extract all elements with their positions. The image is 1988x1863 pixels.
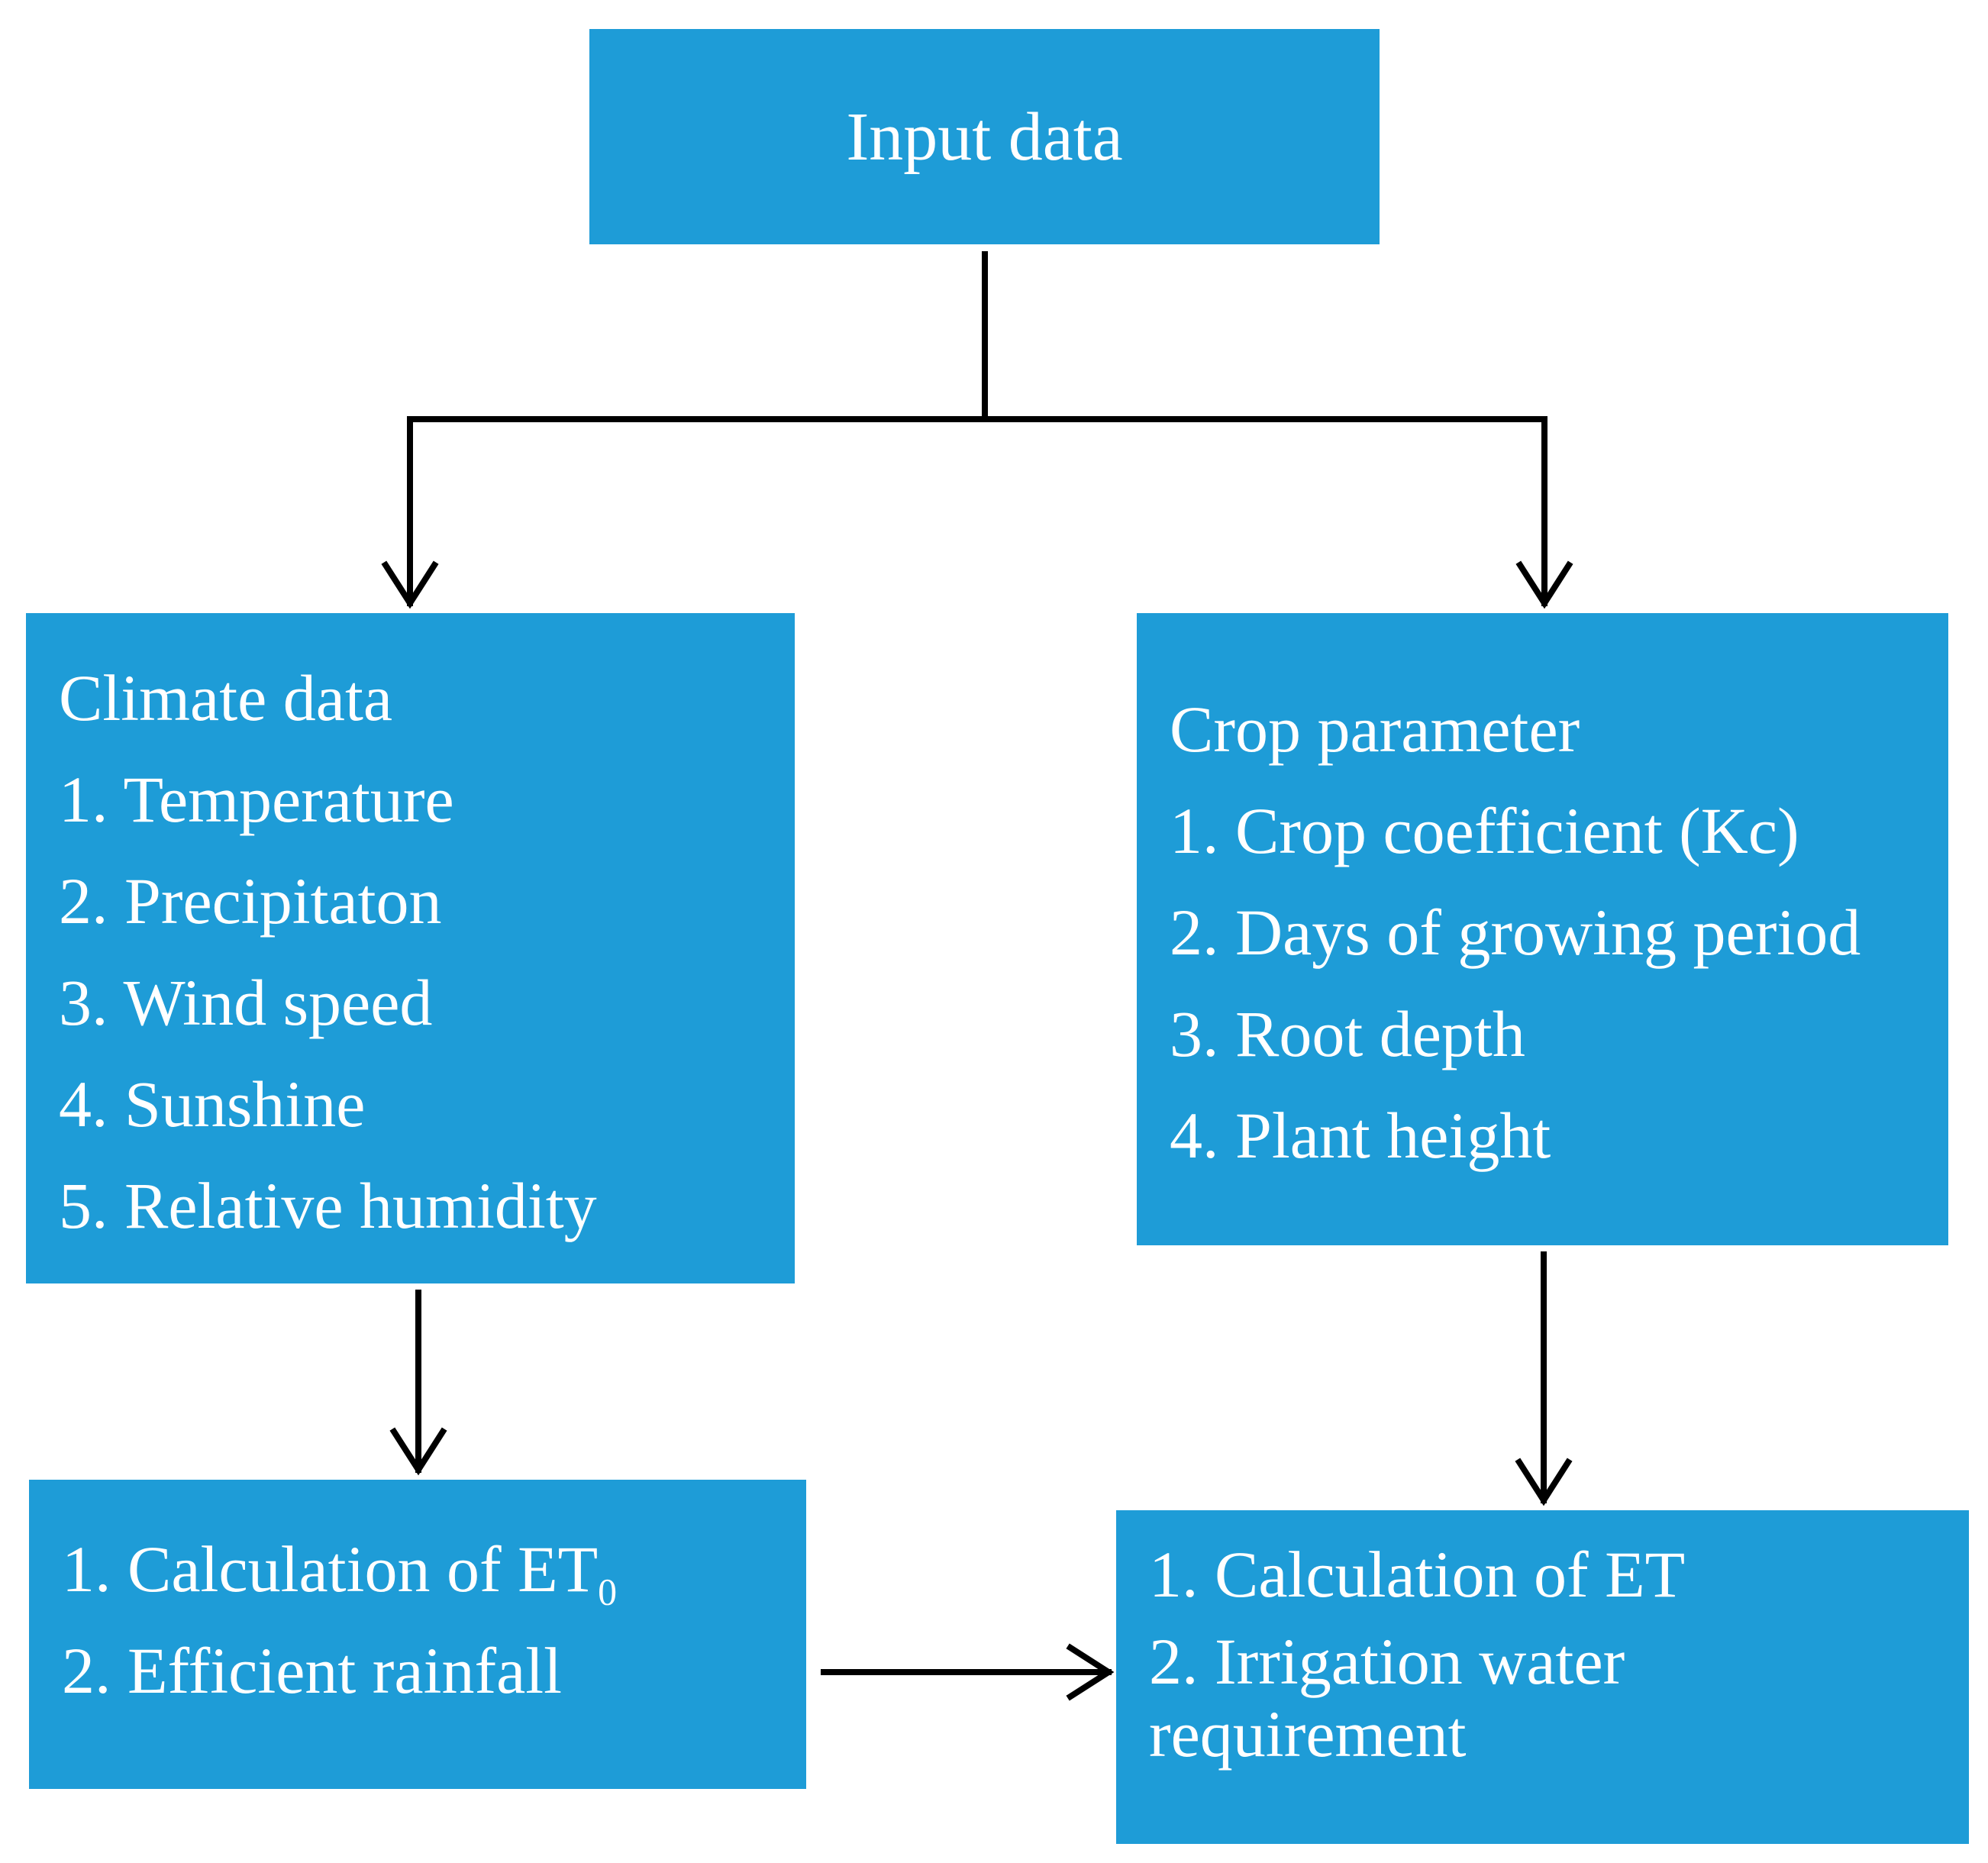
et0-subscript: 0 [598,1571,618,1613]
et0-calculation-box: 1. Calculation of ET0 2. Efficient rainf… [29,1480,806,1789]
climate-data-box: Climate data 1. Temperature 2. Precipita… [26,613,795,1283]
climate-item-relative-humidity: 5. Relative humidity [59,1169,597,1242]
et-item-irrigation-line1: 2. Irrigation water [1149,1625,1625,1698]
climate-item-precipitation: 2. Precipitaton [59,864,442,938]
arrowhead-to-crop [1515,560,1573,609]
arrowhead-crop-to-et [1515,1458,1573,1506]
et-item-irrigation-line2: requirement [1149,1697,1467,1771]
arrowhead-et0-to-et [1066,1643,1115,1701]
et0-item-calculation: 1. Calculation of ET0 [62,1519,806,1620]
arrowhead-to-climate [381,560,439,609]
crop-item-growing-period: 2. Days of growing period [1170,896,1861,969]
et0-item-efficient-rainfall: 2. Efficient rainfall [62,1634,563,1707]
et-calculation-box: 1. Calculation of ET 2. Irrigation water… [1116,1510,1969,1844]
input-data-title: Input data [846,98,1123,175]
climate-item-sunshine: 4. Sunshine [59,1067,366,1141]
climate-item-temperature: 1. Temperature [59,763,454,836]
input-data-box: Input data [589,29,1380,244]
crop-item-coefficient: 1. Crop coefficient (Kc) [1170,794,1799,867]
climate-item-wind-speed: 3. Wind speed [59,966,433,1039]
crop-item-root-depth: 3. Root depth [1170,997,1525,1070]
arrowhead-climate-to-et0 [389,1427,447,1476]
crop-parameter-box: Crop parameter 1. Crop coefficient (Kc) … [1137,613,1948,1245]
crop-item-plant-height: 4. Plant height [1170,1099,1551,1172]
crop-parameter-title: Crop parameter [1170,693,1580,766]
et-item-calculation: 1. Calculation of ET [1149,1538,1686,1611]
et0-item-calculation-text: 1. Calculation of ET [62,1532,599,1606]
climate-data-title: Climate data [59,661,393,735]
